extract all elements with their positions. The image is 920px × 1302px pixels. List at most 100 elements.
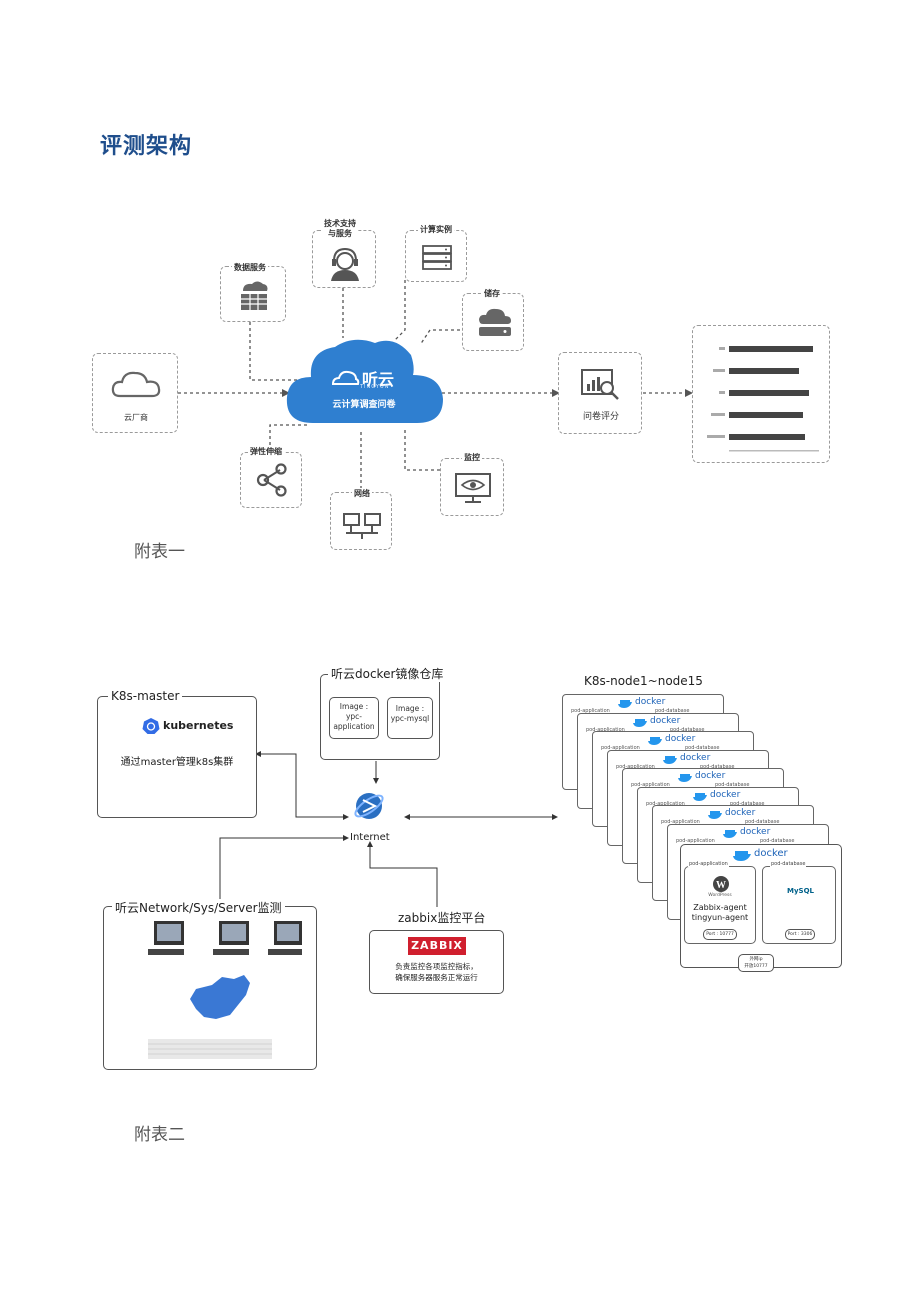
network-icon bbox=[343, 513, 381, 539]
monitor-label: 监控 bbox=[462, 452, 482, 463]
headset-icon bbox=[331, 247, 359, 281]
monitoring-box bbox=[103, 906, 317, 1070]
tingyun-cloud-icon bbox=[286, 339, 443, 423]
pod-app-label: pod-application bbox=[631, 782, 670, 788]
k8s-master-box: kubernetes 通过master管理k8s集群 bbox=[97, 696, 257, 818]
pod-db-label: pod-database bbox=[730, 800, 765, 807]
score-box: 问卷评分 bbox=[558, 352, 642, 434]
tingyun-brand-sub: TINGYUN bbox=[360, 384, 390, 390]
agent1-text: Zabbix-agent bbox=[693, 903, 747, 912]
wordpress-icon: W bbox=[713, 876, 729, 892]
zabbix-desc: 负责监控各项监控指标， 确保服务器服务正常运行 bbox=[370, 961, 503, 983]
image1-line3: application bbox=[333, 722, 375, 731]
share-nodes-icon bbox=[256, 463, 287, 497]
pod-app-label: pod-application bbox=[571, 708, 610, 714]
data-service-label: 数据服务 bbox=[232, 262, 268, 273]
elastic-box bbox=[240, 452, 302, 508]
tech-support-label: 技术支持 与服务 bbox=[322, 219, 358, 239]
figure2-caption: 附表二 bbox=[134, 1125, 185, 1145]
ext-line1: 外网ip bbox=[749, 957, 763, 962]
survey-title: 云计算调查问卷 bbox=[332, 400, 396, 410]
compute-instance-label: 计算实例 bbox=[418, 224, 454, 235]
external-ip-box: 外网ip 开放10777 bbox=[738, 954, 774, 972]
docker-logo-text: docker bbox=[695, 771, 726, 781]
docker-whale-icon bbox=[733, 851, 751, 861]
pod-db-label: pod-database bbox=[700, 763, 735, 770]
cloud-icon bbox=[111, 371, 161, 398]
docker-whale-icon bbox=[708, 811, 722, 819]
kubernetes-logo-text: kubernetes bbox=[163, 719, 234, 732]
k8s-master-label: K8s-master bbox=[108, 689, 183, 703]
result-chart-box bbox=[692, 325, 830, 463]
image-mysql-box: Image : ypc-mysql bbox=[387, 697, 433, 739]
docker-registry-box: Image : ypc- application Image : ypc-mys… bbox=[320, 674, 440, 760]
k8s-master-text: 通过master管理k8s集群 bbox=[120, 757, 234, 768]
chart-search-icon bbox=[581, 369, 619, 400]
storage-box bbox=[462, 293, 524, 351]
docker-registry-label: 听云docker镜像仓库 bbox=[328, 665, 447, 682]
network-label: 网络 bbox=[352, 488, 372, 499]
mysql-logo: MySQL bbox=[787, 887, 814, 895]
zabbix-box: ZABBIX 负责监控各项监控指标， 确保服务器服务正常运行 bbox=[369, 930, 504, 994]
docker-logo-text: docker bbox=[754, 848, 788, 859]
wordpress-text: WordPress bbox=[708, 893, 732, 898]
pod-db-label: pod-database bbox=[760, 837, 795, 844]
agent2-text: tingyun-agent bbox=[691, 913, 749, 922]
pod-db-label: pod-database bbox=[655, 708, 690, 714]
tech-support-box bbox=[312, 230, 376, 288]
docker-logo-text: docker bbox=[740, 826, 771, 837]
pod-app-label: pod-application bbox=[646, 800, 685, 807]
pod-db-label: pod-database bbox=[715, 782, 750, 788]
fig1-connectors bbox=[178, 280, 693, 490]
monitor-box bbox=[440, 458, 504, 516]
cloud-vendor-box: 云厂商 bbox=[92, 353, 178, 433]
zabbix-desc-line2: 确保服务器服务正常运行 bbox=[395, 973, 478, 982]
tech-support-line1: 技术支持 bbox=[324, 219, 356, 228]
section-title: 评测架构 bbox=[100, 134, 193, 159]
monitoring-label: 听云Network/Sys/Server监测 bbox=[112, 899, 285, 916]
port-db: Port : 3306 bbox=[785, 929, 815, 940]
pod-app-label: pod-application bbox=[586, 726, 625, 733]
docker-whale-icon bbox=[648, 737, 662, 745]
port-app: Port : 10777 bbox=[703, 929, 737, 940]
pod-db-label: pod-database bbox=[745, 819, 780, 825]
svg-text:W: W bbox=[716, 880, 726, 891]
network-box bbox=[330, 492, 392, 550]
image2-line2: ypc-mysql bbox=[390, 714, 430, 723]
docker-logo-text: docker bbox=[710, 789, 741, 800]
pod-app-label: pod-application bbox=[661, 819, 700, 825]
pod-database-box: MySQL Port : 3306 bbox=[762, 866, 836, 944]
zabbix-title: zabbix监控平台 bbox=[398, 911, 486, 925]
compute-instance-box bbox=[405, 230, 467, 282]
internet-label: Internet bbox=[350, 832, 390, 843]
docker-logo-text: docker bbox=[725, 808, 756, 818]
docker-logo-text: docker bbox=[665, 734, 696, 744]
docker-whale-icon bbox=[693, 792, 707, 801]
kubernetes-helm-icon bbox=[142, 718, 160, 734]
k8s-node-front: docker W WordPress Zabbix-agent tingyun-… bbox=[680, 844, 842, 972]
pod-application-box: W WordPress Zabbix-agent tingyun-agent P… bbox=[684, 866, 756, 944]
docker-whale-icon bbox=[723, 829, 737, 838]
docker-whale-icon bbox=[663, 755, 677, 764]
cloud-storage-icon bbox=[479, 308, 511, 336]
docker-whale-icon bbox=[678, 774, 692, 782]
pod-app-label: pod-application bbox=[601, 745, 640, 751]
elastic-label: 弹性伸缩 bbox=[248, 446, 284, 457]
zabbix-logo: ZABBIX bbox=[408, 937, 466, 955]
pod-app-label: pod-application bbox=[676, 837, 715, 844]
agents-text: Zabbix-agent tingyun-agent bbox=[685, 903, 755, 923]
tingyun-brand: 听云 bbox=[362, 370, 395, 389]
fig2-connectors bbox=[219, 751, 558, 907]
eye-monitor-icon bbox=[455, 473, 491, 503]
tingyun-logo-icon bbox=[331, 370, 360, 385]
docker-whale-icon bbox=[618, 700, 632, 708]
database-icon bbox=[241, 281, 268, 310]
pod-db-label: pod-database bbox=[685, 745, 720, 751]
image1-line2: ypc- bbox=[345, 712, 363, 721]
ext-line2: 开放10777 bbox=[744, 964, 768, 969]
image2-line1: Image : bbox=[395, 704, 425, 713]
server-icon bbox=[422, 245, 452, 270]
monitoring-illustration bbox=[148, 921, 302, 1059]
storage-label: 储存 bbox=[482, 288, 502, 299]
data-service-box bbox=[220, 266, 286, 322]
